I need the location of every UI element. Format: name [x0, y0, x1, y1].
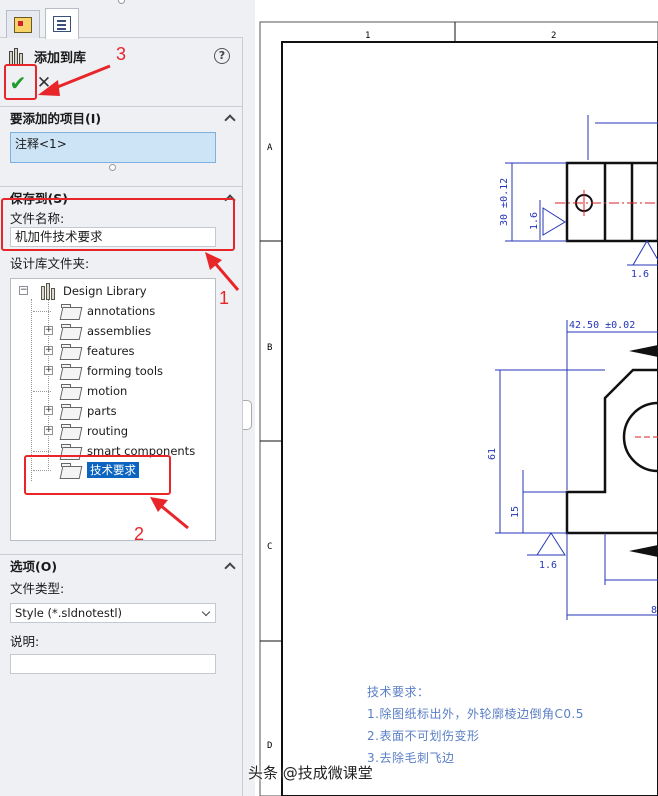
tree-item-label: features	[87, 344, 135, 358]
annotation-box-filename	[1, 198, 235, 251]
items-selection-box[interactable]: 注释<1>	[10, 132, 216, 163]
panel-header: 添加到库 ?	[8, 45, 236, 67]
tree-item-forming-tools[interactable]: + forming tools	[41, 361, 163, 381]
folder-icon	[61, 303, 81, 319]
note-line: 3.去除毛刺飞边	[367, 751, 455, 765]
selected-item: 注释<1>	[15, 137, 67, 151]
roughness-label: 1.6	[539, 560, 557, 571]
watermark: 头条 @技成微课堂	[248, 764, 373, 782]
ok-button[interactable]: ✔	[9, 71, 27, 95]
items-section-header[interactable]: 要添加的项目(I)	[0, 106, 243, 128]
file-name-input[interactable]: 机加件技术要求	[10, 227, 216, 247]
tree-item-smart-components[interactable]: smart components	[33, 441, 196, 461]
technical-requirements-note[interactable]: 技术要求： 1.除图纸标出外，外轮廓棱边倒角C0.5 2.表面不可划伤变形 3.…	[367, 681, 584, 769]
tree-item-features[interactable]: + features	[41, 341, 135, 361]
file-type-label: 文件类型:	[10, 581, 65, 596]
tree-item-label: motion	[87, 384, 128, 398]
tab-feature-manager[interactable]	[6, 10, 40, 38]
tree-root-label: Design Library	[63, 284, 147, 298]
tree-item-assemblies[interactable]: + assemblies	[41, 321, 151, 341]
tree-item-label: 技术要求	[87, 462, 139, 478]
options-section-header[interactable]: 选项(O)	[0, 554, 243, 576]
description-input[interactable]	[10, 654, 216, 674]
feature-manager-icon	[14, 16, 32, 33]
description-label: 说明:	[10, 634, 40, 649]
expand-toggle-icon[interactable]: +	[44, 365, 53, 375]
expand-toggle-icon[interactable]: +	[44, 405, 53, 415]
zone-number: 1	[365, 31, 370, 41]
tree-item-motion[interactable]: motion	[33, 381, 128, 401]
annotation-step-2: 2	[134, 524, 145, 544]
design-library-icon	[41, 282, 57, 300]
items-section-title: 要添加的项目(I)	[10, 111, 102, 126]
dimension-height-30: 30 ±0.12	[499, 178, 510, 226]
drawing-sheet: 1 2 A B C D 30 ±0.12 1.6 1.6	[259, 21, 658, 796]
folder-icon	[61, 403, 81, 419]
dimension-partial: 8	[651, 605, 657, 616]
panel-splitter[interactable]	[243, 0, 255, 796]
property-manager-icon	[53, 16, 71, 32]
tree-item-parts[interactable]: + parts	[41, 401, 117, 421]
panel-title: 添加到库	[34, 50, 87, 66]
annotation-step-3: 3	[116, 44, 127, 64]
property-manager-panel: 添加到库 ? ✔ ✕ 要添加的项目(I) 注释<1> 保存到(S) 文件名称: …	[0, 0, 243, 796]
design-library-icon	[8, 47, 26, 65]
tree-item-label: smart components	[87, 444, 196, 458]
annotation-box-folder	[24, 455, 171, 495]
tree-item-label: annotations	[87, 304, 156, 318]
expand-toggle-icon[interactable]: +	[44, 325, 53, 335]
roughness-label: 1.6	[631, 269, 649, 280]
tree-item-label: assemblies	[87, 324, 152, 338]
panel-tabstrip	[0, 0, 243, 39]
folder-icon	[61, 383, 81, 399]
folder-icon	[61, 323, 81, 339]
tree-root[interactable]: − Design Library	[19, 281, 147, 301]
zone-letter: B	[267, 343, 272, 353]
collapse-toggle-icon[interactable]: −	[19, 285, 28, 295]
dimension-width-42: 42.50 ±0.02	[569, 320, 635, 331]
list-resize-handle[interactable]	[109, 164, 116, 171]
annotation-step-1: 1	[219, 288, 230, 308]
tree-item-label: parts	[87, 404, 117, 418]
tree-item-label: forming tools	[87, 364, 164, 378]
zone-letter: A	[267, 143, 273, 153]
drawing-canvas[interactable]: 1 2 A B C D 30 ±0.12 1.6 1.6	[255, 0, 658, 796]
zone-letter: D	[267, 741, 272, 751]
tree-item-annotations[interactable]: annotations	[33, 301, 156, 321]
top-view: 30 ±0.12 1.6 1.6	[499, 115, 658, 280]
folder-icon	[61, 462, 81, 478]
help-icon[interactable]: ?	[214, 48, 230, 64]
panel-grip[interactable]	[118, 0, 125, 4]
dimension-height-15: 15	[510, 506, 521, 518]
file-type-select[interactable]: Style (*.sldnotestl)	[10, 603, 216, 623]
folder-icon	[61, 443, 81, 459]
note-title: 技术要求：	[367, 685, 430, 699]
options-section-title: 选项(O)	[10, 559, 58, 574]
front-view: 42.50 ±0.02 61 15 1.6 8	[487, 320, 658, 620]
tree-item-routing[interactable]: + routing	[41, 421, 128, 441]
splitter-handle[interactable]	[243, 400, 252, 430]
folder-icon	[61, 363, 81, 379]
note-line: 1.除图纸标出外，外轮廓棱边倒角C0.5	[367, 707, 584, 721]
folder-icon	[61, 343, 81, 359]
dimension-height-61: 61	[487, 448, 498, 460]
expand-toggle-icon[interactable]: +	[44, 425, 53, 435]
design-library-tree[interactable]: − Design Library annotations + assemblie…	[10, 278, 216, 541]
tab-property-manager[interactable]	[45, 8, 79, 39]
zone-letter: C	[267, 542, 272, 552]
tree-item-label: routing	[87, 424, 129, 438]
folder-icon	[61, 423, 81, 439]
file-type-value: Style (*.sldnotestl)	[15, 606, 123, 620]
note-line: 2.表面不可划伤变形	[367, 729, 480, 743]
expand-toggle-icon[interactable]: +	[44, 345, 53, 355]
annotation-box-ok	[4, 64, 37, 100]
zone-number: 2	[551, 31, 556, 41]
tree-item-tech-requirements[interactable]: 技术要求	[33, 460, 139, 480]
file-name-label: 文件名称:	[10, 211, 65, 226]
folder-label: 设计库文件夹:	[10, 256, 90, 271]
roughness-label: 1.6	[529, 212, 540, 230]
